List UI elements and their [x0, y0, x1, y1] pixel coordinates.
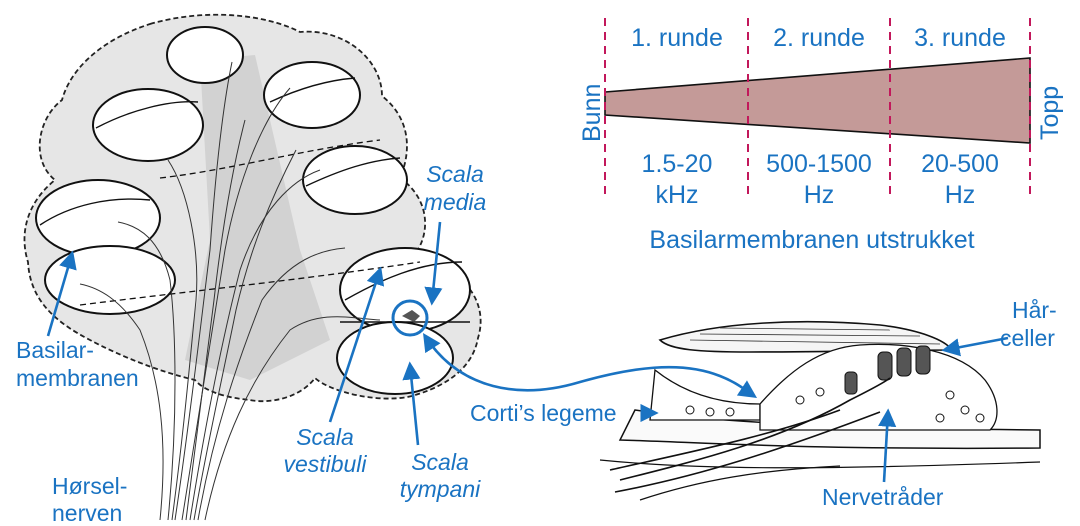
lower-membrane-line-2	[640, 466, 840, 500]
scala-media-label-2: media	[424, 189, 487, 215]
freq-2-unit: Hz	[804, 181, 835, 209]
freq-3-value: 20-500	[921, 150, 999, 178]
apex-chamber	[167, 27, 243, 83]
support-cells	[650, 344, 997, 430]
scala-media-vestibuli-chamber	[340, 248, 470, 332]
label-topp: Topp	[1036, 86, 1064, 140]
horsel-label-1: Hørsel-	[52, 473, 127, 499]
basilar-wedge	[605, 58, 1030, 143]
chamber-l1	[93, 89, 203, 161]
scale-caption: Basilarmembranen utstrukket	[649, 226, 974, 254]
chamber-r1	[264, 62, 360, 128]
cochlea-cross-section	[24, 15, 480, 520]
horsel-label-2: nerven	[52, 500, 122, 526]
scala-tympani-label-2: tympani	[400, 476, 481, 502]
harceller-label-1: Hår-	[1012, 297, 1057, 323]
freq-1-value: 1.5-20	[642, 150, 713, 178]
freq-2-value: 500-1500	[766, 150, 872, 178]
corti-label: Corti’s legeme	[470, 400, 617, 426]
scala-tympani-chamber	[337, 322, 453, 394]
harceller-arrow	[945, 338, 1008, 350]
scala-vestibuli-label-2: vestibuli	[283, 451, 367, 477]
basilar-scale: Bunn Topp 1. runde 2. runde 3. runde 1.5…	[578, 18, 1064, 254]
freq-1-unit: kHz	[655, 181, 698, 209]
basilar-label-2: membranen	[16, 365, 139, 391]
freq-3-unit: Hz	[945, 181, 976, 209]
basilar-label-1: Basilar-	[16, 337, 94, 363]
label-bunn: Bunn	[578, 84, 606, 142]
turn-3-label: 3. runde	[914, 24, 1006, 52]
scala-tympani-label-1: Scala	[411, 449, 469, 475]
harceller-label-2: celler	[1000, 325, 1055, 351]
organ-of-corti-detail	[600, 322, 1040, 500]
nervetrader-label: Nervetråder	[822, 484, 944, 510]
turn-2-label: 2. runde	[773, 24, 865, 52]
scala-vestibuli-label-1: Scala	[296, 424, 354, 450]
scala-media-label-1: Scala	[426, 161, 484, 187]
chamber-l2-upper	[36, 180, 160, 256]
turn-1-label: 1. runde	[631, 24, 723, 52]
